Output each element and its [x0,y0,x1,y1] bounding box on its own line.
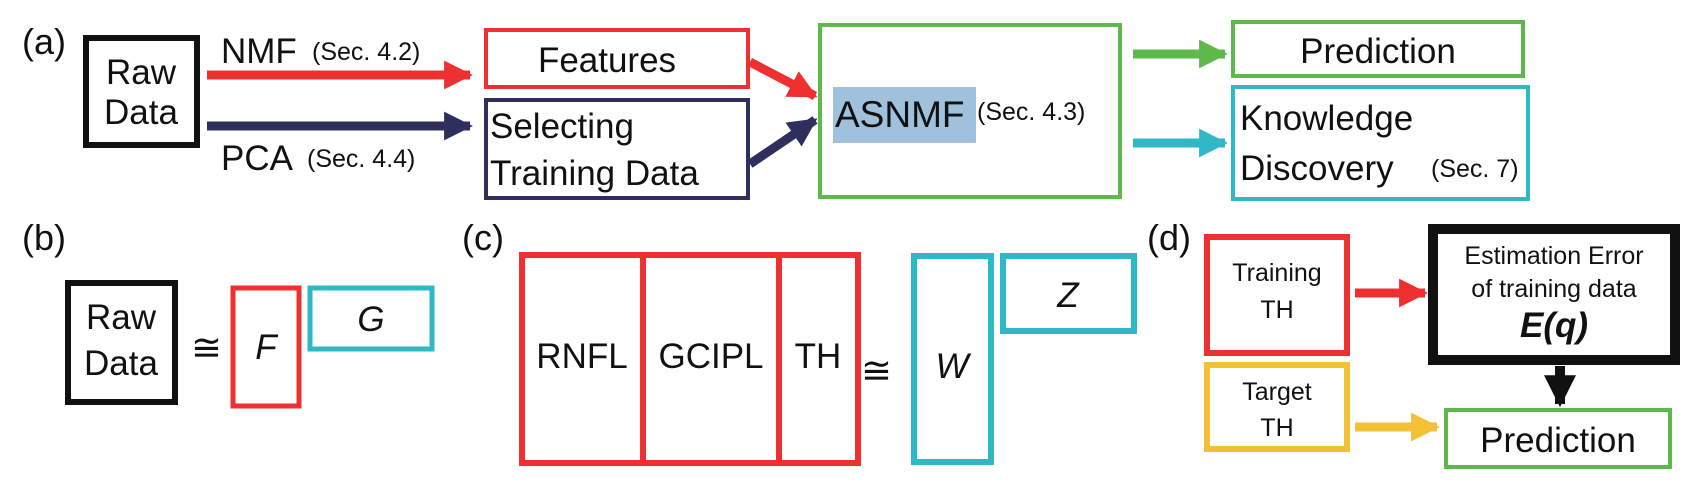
w-text: W [935,347,971,386]
panel-b-label: (b) [22,217,66,258]
selecting-line1: Selecting [490,107,634,146]
nmf-label: NMF [221,32,297,71]
th-text-c: TH [795,337,842,376]
nmf-sec: (Sec. 4.2) [312,38,420,66]
f-box [230,285,302,409]
z-box [1000,253,1137,334]
estimation-error-box [1428,224,1680,365]
error-line3: E(q) [1520,306,1588,345]
features-text: Features [538,41,676,80]
prediction-d-text: Prediction [1480,421,1636,460]
asnmf-highlight [833,87,976,143]
features-box [484,28,750,89]
panel-a: (a) Raw Data NMF (Sec. 4.2) PCA (Sec. 4.… [22,20,1530,201]
training-line1: Training [1232,259,1321,287]
w-box [911,253,994,465]
approx-symbol-c: ≅ [861,350,892,391]
prediction-a-text: Prediction [1300,32,1456,71]
target-line1: Target [1242,378,1312,406]
pca-sec: (Sec. 4.4) [307,145,415,173]
panel-a-label: (a) [22,21,66,62]
panel-d-label: (d) [1147,217,1191,258]
knowledge-discovery-box [1231,85,1530,201]
g-box [307,285,435,352]
g-text: G [357,300,384,339]
error-line1: Estimation Error [1464,242,1643,270]
panel-b: (b) Raw Data ≅ F G [22,217,435,409]
asnmf-box [818,23,1122,199]
raw-data-a-line1: Raw [106,53,177,92]
error-line2: of training data [1471,275,1636,303]
knowledge-line1: Knowledge [1240,99,1413,138]
rnfl-text: RNFL [536,337,627,376]
asnmf-sec: (Sec. 4.3) [977,98,1085,126]
raw-data-box-a [83,35,200,148]
knowledge-line2: Discovery [1240,149,1394,188]
raw-data-b-line1: Raw [86,298,157,337]
z-text: Z [1056,276,1080,315]
raw-data-b-line2: Data [84,344,158,383]
knowledge-sec: (Sec. 7) [1431,155,1519,183]
prediction-box-a [1231,20,1525,78]
approx-symbol-b: ≅ [191,327,222,368]
asnmf-text: ASNMF [835,94,965,135]
selecting-line2: Training Data [490,154,699,193]
target-th-box [1204,362,1350,452]
pca-label: PCA [221,139,294,178]
raw-data-box-b [65,280,178,405]
target-line2: TH [1260,414,1293,442]
th-box-c [776,252,861,466]
panel-c: (c) RNFL GCIPL TH ≅ W Z [462,217,1137,466]
selecting-training-data-box [484,98,750,200]
prediction-box-d [1444,408,1672,469]
training-line2: TH [1260,296,1293,324]
selecting-to-asnmf-arrow [747,116,818,168]
gcipl-text: GCIPL [658,337,763,376]
raw-data-a-line2: Data [104,93,178,132]
panel-d: (d) Training TH Target TH Estimation Err… [1147,217,1680,469]
training-th-box [1204,234,1350,356]
features-to-asnmf-arrow [747,58,818,100]
panel-c-label: (c) [462,217,504,258]
f-text: F [255,328,279,367]
